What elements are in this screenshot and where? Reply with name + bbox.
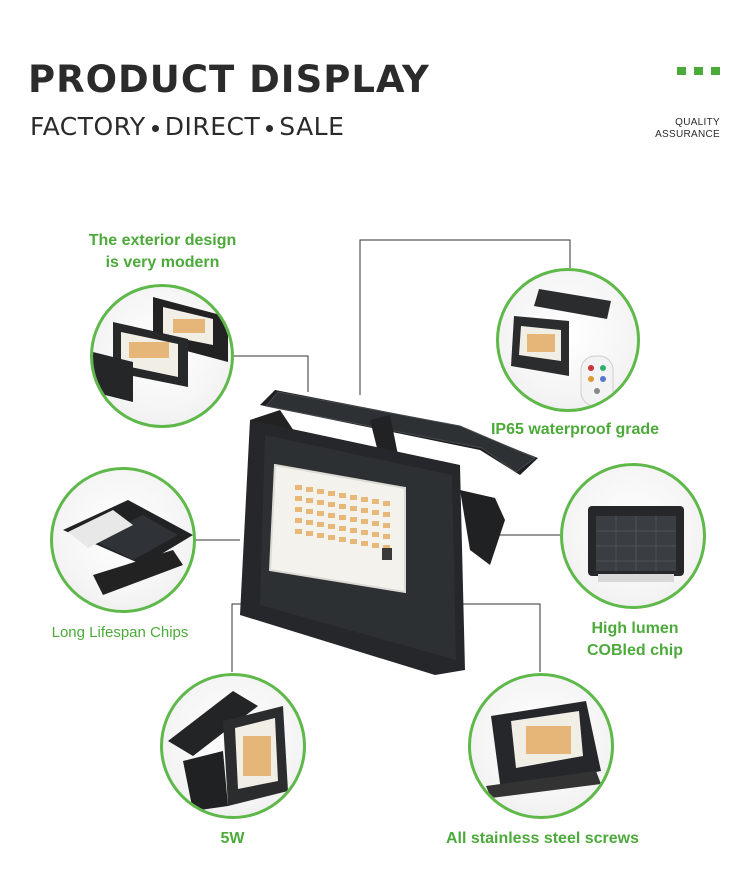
subtitle-factory: FACTORY (30, 112, 146, 141)
feature-image-waterproof (496, 268, 640, 412)
feature-image-lumen (560, 463, 706, 609)
feature-label-waterproof: IP65 waterproof grade (490, 421, 660, 438)
exterior-line-1: The exterior design (88, 232, 237, 249)
assurance-line: ASSURANCE (655, 129, 720, 140)
feature-image-wattage (160, 673, 306, 819)
feature-image-screws (468, 673, 614, 819)
feature-label-wattage: 5W (220, 830, 245, 847)
subtitle-sale: SALE (279, 112, 345, 141)
solar-flood-light-image (240, 390, 538, 675)
feature-label-screws: All stainless steel screws (446, 830, 639, 847)
decorative-dots (677, 67, 720, 75)
lumen-line-2: COBled chip (586, 642, 683, 659)
exterior-line-2: is very modern (105, 254, 220, 271)
feature-label-lumen: High lumen COBled chip (560, 618, 710, 662)
feature-image-lifespan (50, 467, 196, 613)
quality-line: QUALITY (675, 117, 720, 128)
page-subtitle: FACTORY DIRECT SALE (30, 112, 344, 141)
feature-image-exterior (90, 284, 234, 428)
feature-label-exterior: The exterior design is very modern (70, 230, 255, 274)
quality-assurance-badge: QUALITY ASSURANCE (655, 117, 720, 141)
feature-label-lifespan: Long Lifespan Chips (51, 624, 189, 641)
lumen-line-1: High lumen (591, 620, 679, 637)
bullet-dot (151, 124, 159, 132)
subtitle-direct: DIRECT (164, 112, 261, 141)
bullet-dot (266, 124, 274, 132)
page-title: PRODUCT DISPLAY (28, 58, 430, 101)
